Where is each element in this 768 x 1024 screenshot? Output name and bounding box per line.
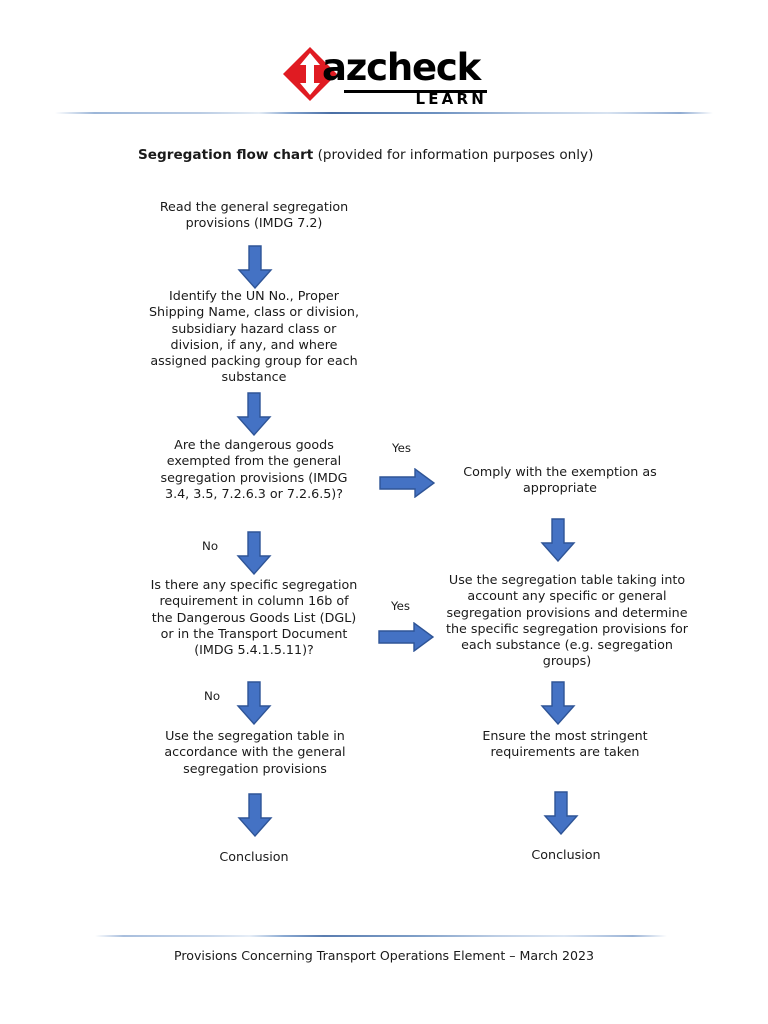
flow-node-identify-un-number: Identify the UN No., Proper Shipping Nam… [148, 288, 359, 385]
logo-wordmark-text: azcheck [322, 46, 481, 89]
flow-node-comply-with-exemption: Comply with the exemption as appropriate [463, 464, 657, 496]
edge-label-yes-exemption: Yes [392, 441, 412, 455]
arrow-down-read-to-identify [237, 245, 273, 289]
edge-label-yes-specific: Yes [391, 599, 411, 613]
arrow-down-exempted-no [236, 531, 272, 575]
arrow-down-general-to-conclusion [237, 793, 273, 837]
page-title: Segregation flow chart (provided for inf… [138, 145, 593, 165]
arrow-right-exempted-yes [379, 468, 435, 498]
arrow-down-comply-to-table [540, 518, 576, 562]
header-divider [55, 112, 713, 114]
arrow-down-specific-no [236, 681, 272, 725]
footer-text: Provisions Concerning Transport Operatio… [173, 948, 595, 963]
arrow-down-identify-to-exempted [236, 392, 272, 436]
arrow-down-table-to-ensure [540, 681, 576, 725]
flow-node-use-segregation-table-specific: Use the segregation table taking into ac… [445, 572, 689, 669]
hazcheck-diamond-logo-icon [282, 46, 338, 102]
arrow-right-specific-yes [378, 622, 434, 652]
flow-node-conclusion-right: Conclusion [531, 847, 601, 862]
page-title-note: (provided for information purposes only) [313, 147, 594, 163]
flow-node-ensure-most-stringent: Ensure the most stringent requirements a… [482, 728, 648, 760]
flow-node-read-general-provisions: Read the general segregation provisions … [159, 199, 349, 231]
hazcheck-learn-logo: azcheck LEARN [282, 46, 487, 108]
logo-subtitle: LEARN [415, 90, 487, 108]
logo-wordmark: azcheck [322, 46, 481, 90]
flow-node-conclusion-left: Conclusion [219, 849, 289, 864]
edge-label-no-specific: No [204, 689, 221, 703]
flow-node-specific-requirement-question: Is there any specific segregation requir… [150, 577, 358, 658]
flow-node-exempted-question: Are the dangerous goods exempted from th… [160, 437, 348, 501]
page-header: azcheck LEARN [0, 0, 768, 120]
footer-divider [95, 935, 667, 937]
page-title-bold: Segregation flow chart [138, 147, 314, 163]
edge-label-no-exemption: No [202, 539, 219, 553]
logo-underline [344, 90, 487, 93]
arrow-down-ensure-to-conclusion [543, 791, 579, 835]
flow-node-use-segregation-table-general: Use the segregation table in accordance … [164, 728, 346, 776]
